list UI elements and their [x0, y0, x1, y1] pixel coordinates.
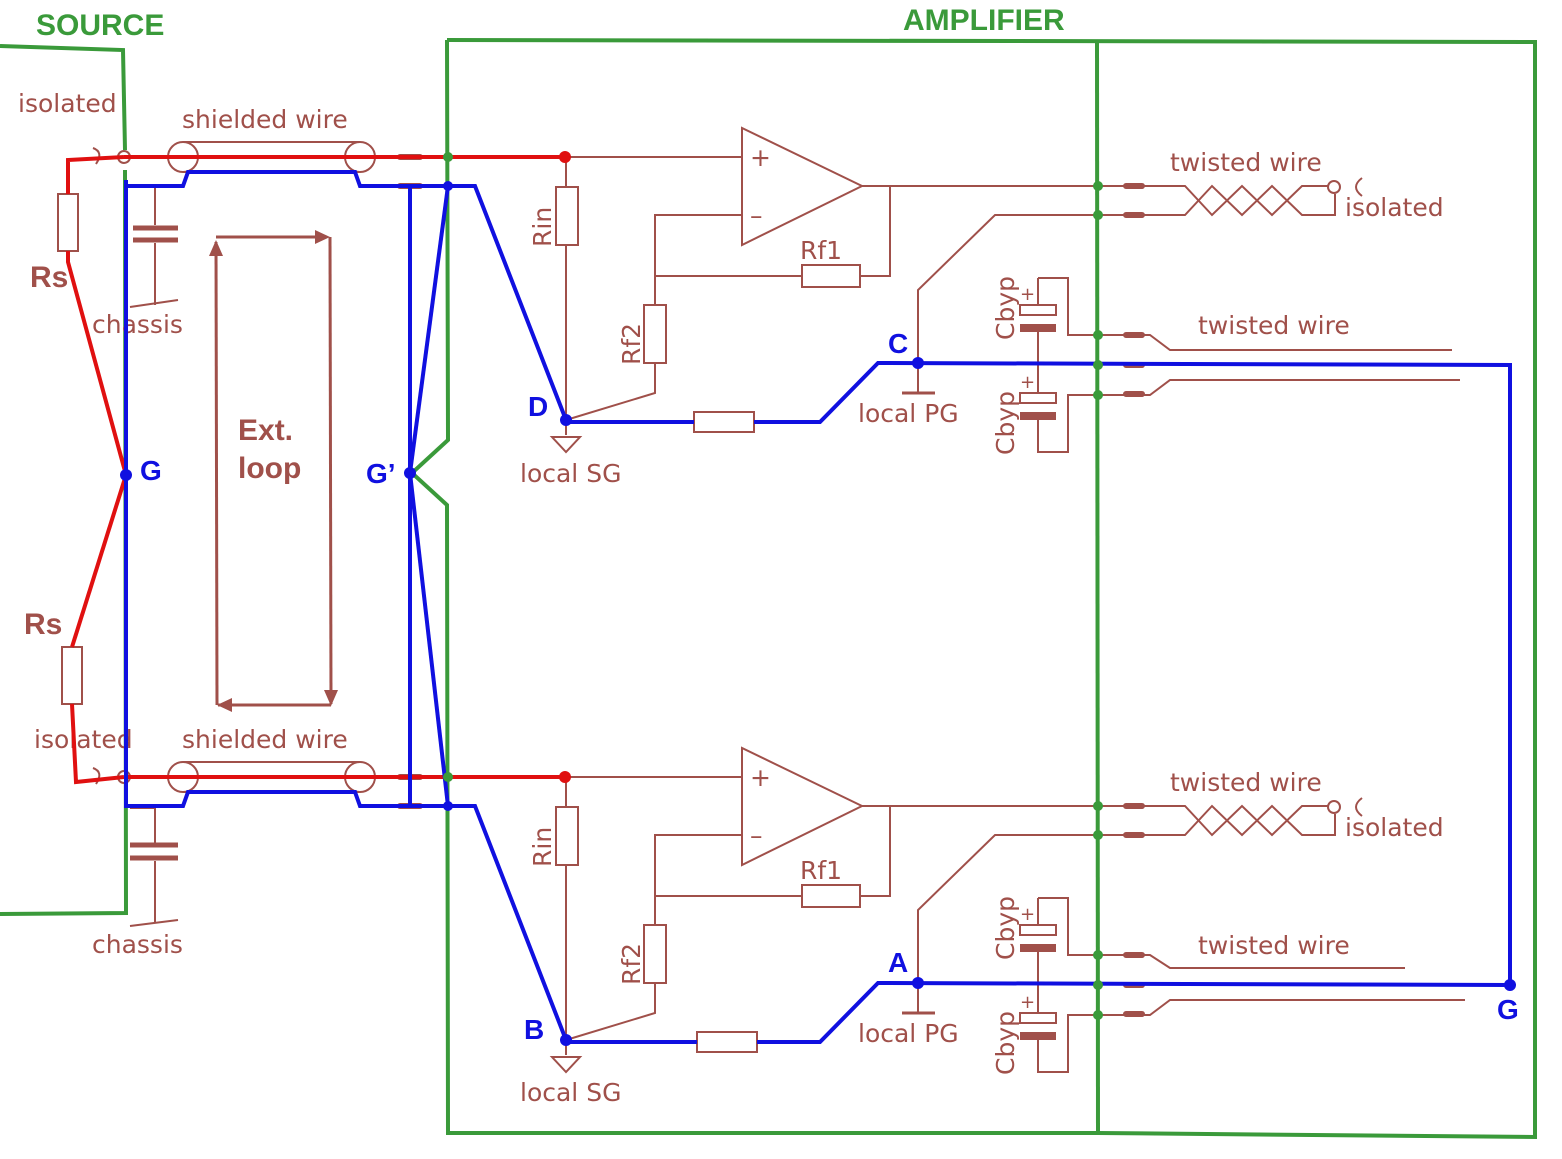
top-entry-connectors	[397, 154, 423, 189]
top-rin-label: Rin	[528, 207, 557, 247]
bottom-power-wire-2	[1098, 999, 1465, 1016]
top-twisted-wire-label: twisted wire	[1170, 148, 1322, 177]
source-title: SOURCE	[36, 9, 164, 42]
bottom-cbyp-upper-label: Cbyp	[991, 896, 1020, 960]
top-local-pg-label: local PG	[858, 399, 959, 428]
bottom-rin-resistor	[555, 806, 579, 866]
bottom-chassis-capacitor	[129, 807, 179, 927]
top-local-sg-symbol	[549, 436, 583, 454]
bottom-rf2-resistor	[643, 924, 667, 984]
signal-path-red	[66, 151, 571, 785]
top-local-sg-label: local SG	[520, 459, 621, 488]
node-b: B	[524, 1014, 544, 1045]
top-isolated-out-label: isolated	[1345, 193, 1444, 222]
bottom-rf2-label: Rf2	[617, 943, 646, 985]
top-ground-link-resistor	[693, 411, 755, 433]
top-isolated-label: isolated	[18, 89, 117, 118]
bottom-power-wire-1	[1098, 954, 1405, 969]
top-output-connectors	[1123, 183, 1145, 218]
bottom-twisted-wire-label: twisted wire	[1170, 768, 1322, 797]
top-rf1-resistor	[801, 264, 861, 288]
node-g-prime: G’	[366, 458, 396, 489]
bottom-cbyp-lower-label: Cbyp	[991, 1011, 1020, 1075]
bottom-cbyp-upper-plus: +	[1020, 904, 1035, 925]
node-a: A	[888, 947, 908, 978]
top-rf2-resistor	[643, 304, 667, 364]
bottom-opamp: + –	[741, 746, 865, 867]
top-feedback-ground-wire	[917, 214, 1098, 365]
ext-loop-label-line2: loop	[238, 452, 301, 485]
node-d: D	[528, 391, 548, 422]
top-cbyp-lower: +	[1019, 372, 1098, 453]
top-opamp-plus: +	[750, 143, 771, 172]
bottom-cbyp-lower: +	[1019, 992, 1098, 1073]
bottom-isolated-label: isolated	[34, 725, 133, 754]
bottom-local-pg-label: local PG	[858, 1019, 959, 1048]
node-c: C	[888, 328, 908, 359]
bottom-output-connectors	[1123, 803, 1145, 838]
top-chassis-label: chassis	[92, 310, 183, 339]
bottom-rf1-label: Rf1	[800, 856, 842, 885]
bottom-output-jack	[1327, 800, 1341, 814]
top-power-twisted-label: twisted wire	[1198, 311, 1350, 340]
top-shielded-wire-label: shielded wire	[182, 105, 348, 134]
top-opamp: + –	[741, 126, 865, 247]
top-cbyp-upper-plus: +	[1020, 284, 1035, 305]
bottom-local-sg-symbol	[549, 1056, 583, 1074]
top-cbyp-lower-plus: +	[1020, 372, 1035, 393]
top-cbyp-upper-label: Cbyp	[991, 276, 1020, 340]
top-rin-resistor	[555, 186, 579, 246]
bottom-shielded-wire-label: shielded wire	[182, 725, 348, 754]
bottom-inv-wire	[654, 834, 742, 925]
top-rs-resistor	[57, 193, 79, 252]
top-inv-wire	[654, 214, 742, 305]
source-block-border	[0, 44, 129, 916]
bottom-rf2-wire	[565, 983, 656, 1041]
ext-loop-label-line1: Ext.	[238, 414, 293, 447]
top-power-wire-1	[1098, 334, 1452, 351]
bottom-chassis-label: chassis	[92, 930, 183, 959]
top-rf1-label: Rf1	[800, 236, 842, 265]
bottom-rf1-resistor	[801, 884, 861, 908]
bottom-output-jack-shell	[1355, 797, 1363, 817]
bottom-rs-label: Rs	[24, 608, 62, 641]
boundary-junctions	[443, 152, 1103, 1020]
bottom-rs-resistor	[61, 646, 83, 705]
node-g-left: G	[140, 455, 162, 486]
top-output-jack-shell	[1355, 177, 1363, 197]
bottom-rf1-wire-right	[860, 806, 891, 897]
top-cbyp-lower-label: Cbyp	[991, 391, 1020, 455]
top-opamp-minus: –	[750, 201, 763, 230]
bottom-twisted-wire-a	[1098, 804, 1330, 837]
bottom-opamp-plus: +	[750, 763, 771, 792]
top-chassis-capacitor	[129, 184, 179, 308]
bottom-local-sg-label: local SG	[520, 1078, 621, 1107]
bottom-twisted-wire-b	[1098, 804, 1336, 837]
bottom-ground-link-resistor	[696, 1031, 758, 1053]
bottom-power-twisted-label: twisted wire	[1198, 931, 1350, 960]
ext-loop-arrows	[209, 230, 338, 712]
bottom-cbyp-lower-plus: +	[1020, 992, 1035, 1013]
bottom-opamp-minus: –	[750, 821, 763, 850]
bottom-rin-label: Rin	[528, 827, 557, 867]
top-rf2-label: Rf2	[617, 323, 646, 365]
bottom-feedback-ground-wire	[917, 834, 1098, 985]
top-rs-label: Rs	[30, 261, 68, 294]
top-output-jack	[1327, 180, 1341, 194]
top-twisted-wire-a	[1098, 184, 1330, 217]
bottom-isolated-out-label: isolated	[1345, 813, 1444, 842]
node-g-right: G	[1497, 994, 1519, 1025]
top-power-wire-2	[1098, 379, 1460, 396]
top-rf1-wire-right	[860, 186, 891, 277]
amplifier-title: AMPLIFIER	[903, 4, 1065, 37]
top-twisted-wire-b	[1098, 184, 1336, 217]
ground-path-blue	[120, 170, 1516, 1046]
top-rf2-wire	[565, 363, 656, 421]
